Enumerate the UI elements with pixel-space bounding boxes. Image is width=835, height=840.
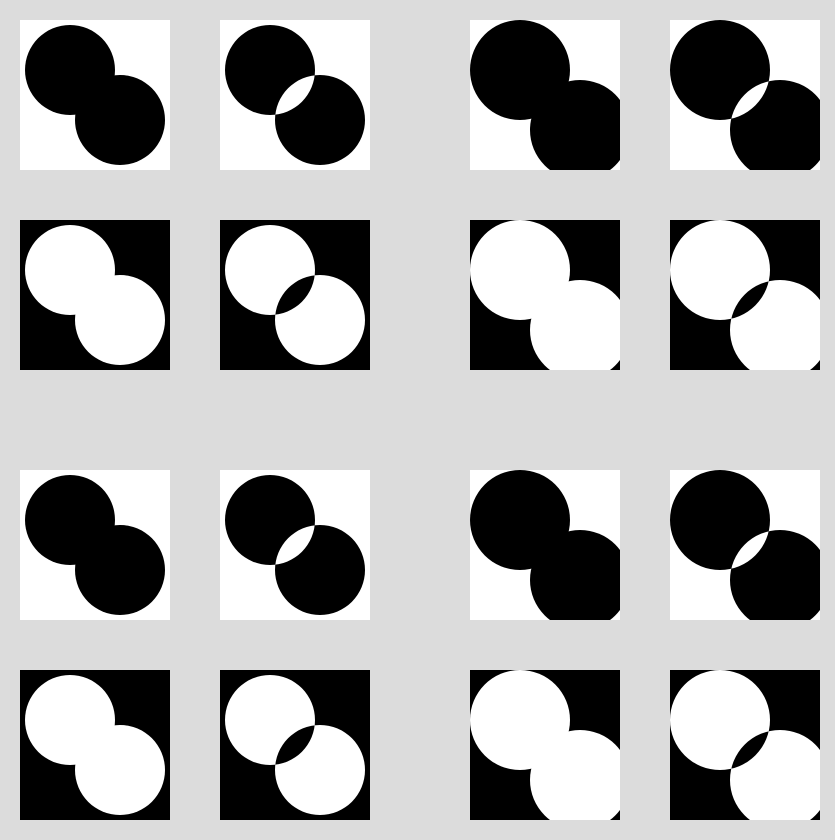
circles-figure (670, 20, 820, 170)
tile-bottom-right-black-bg-union (470, 670, 620, 820)
overlapping-circles-xor (225, 225, 365, 365)
circle-lower-right (75, 75, 165, 165)
circles-figure (670, 470, 820, 620)
tile-bottom-left-black-bg-xor (220, 670, 370, 820)
circles-figure (470, 20, 620, 170)
circles-figure (20, 20, 170, 170)
overlapping-circles-xor (670, 670, 820, 820)
overlapping-circles-xor (225, 675, 365, 815)
circles-figure (220, 20, 370, 170)
circle-lower-right (75, 275, 165, 365)
circles-figure (670, 670, 820, 820)
tile-top-left-white-bg-xor (220, 20, 370, 170)
overlapping-circles-xor (670, 220, 820, 370)
circle-lower-right (530, 730, 620, 820)
tile-top-right-black-bg-xor (670, 220, 820, 370)
overlapping-circles-xor (670, 20, 820, 170)
circles-figure (20, 670, 170, 820)
circles-figure (670, 220, 820, 370)
circles-figure (470, 670, 620, 820)
overlapping-circles-xor (670, 470, 820, 620)
tile-top-left-black-bg-xor (220, 220, 370, 370)
tile-top-left-white-bg-union (20, 20, 170, 170)
tile-top-right-white-bg-union (470, 20, 620, 170)
tile-bottom-right-white-bg-xor (670, 470, 820, 620)
overlapping-circles-xor (225, 475, 365, 615)
circles-figure (220, 220, 370, 370)
circle-lower-right (75, 525, 165, 615)
circle-lower-right (530, 80, 620, 170)
tile-bottom-left-white-bg-union (20, 470, 170, 620)
tile-top-left-black-bg-union (20, 220, 170, 370)
tile-bottom-left-white-bg-xor (220, 470, 370, 620)
circle-lower-right (530, 280, 620, 370)
circle-lower-right (75, 725, 165, 815)
tile-bottom-right-white-bg-union (470, 470, 620, 620)
tile-bottom-right-black-bg-xor (670, 670, 820, 820)
circles-figure (220, 470, 370, 620)
tile-top-right-white-bg-xor (670, 20, 820, 170)
overlapping-circles-xor (225, 25, 365, 165)
tile-bottom-left-black-bg-union (20, 670, 170, 820)
circles-figure (470, 470, 620, 620)
circles-figure (220, 670, 370, 820)
circles-figure (20, 220, 170, 370)
circles-figure (20, 470, 170, 620)
circles-figure (470, 220, 620, 370)
circle-lower-right (530, 530, 620, 620)
tile-top-right-black-bg-union (470, 220, 620, 370)
